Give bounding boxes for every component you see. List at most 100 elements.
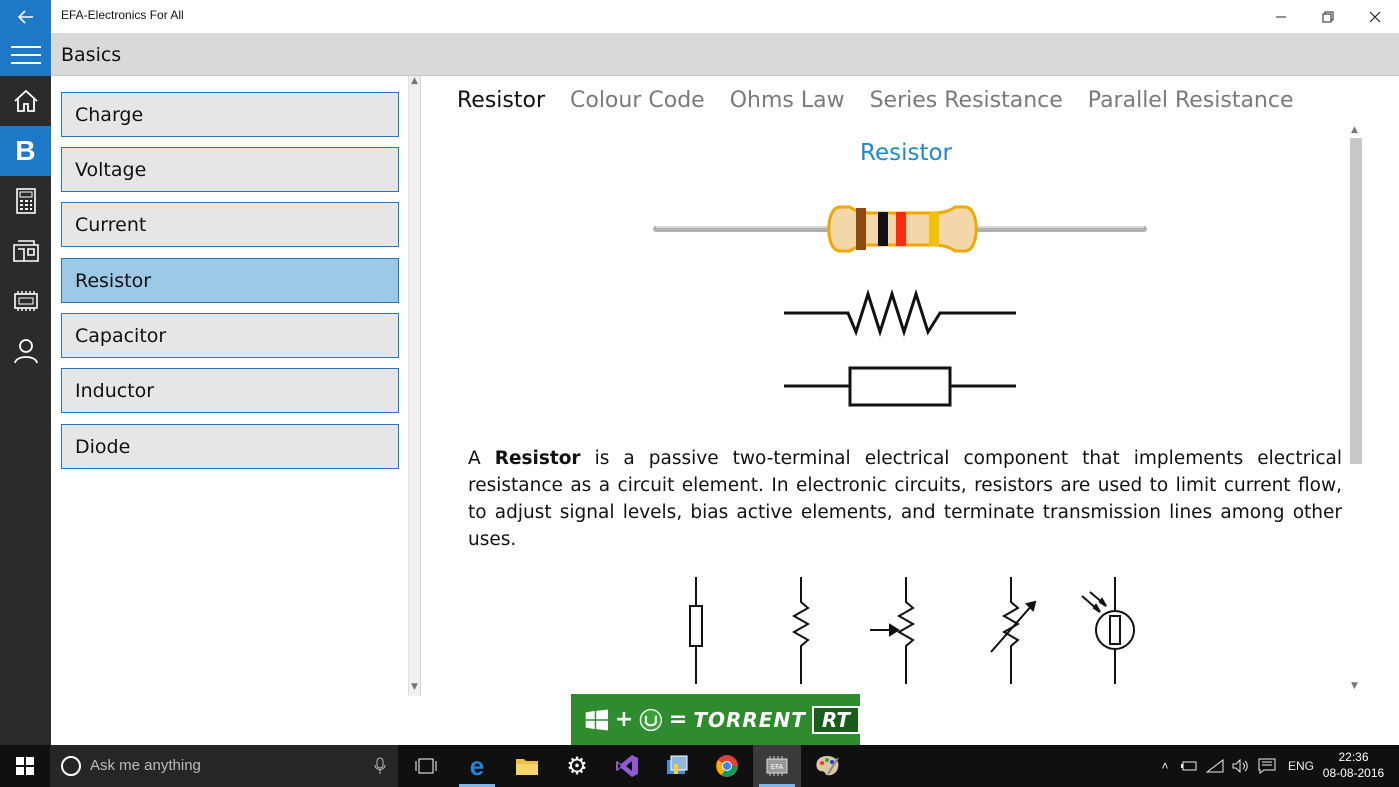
scroll-down-icon[interactable]: ▼ [411,682,418,692]
gear-icon: ⚙ [566,752,588,780]
topic-label: Resistor [75,269,151,292]
para-bold-term: Resistor [494,448,581,469]
edge-icon: e [469,750,485,781]
page-header: Basics [0,33,1399,76]
preset-resistor-symbol [990,577,1037,684]
content-title: Resistor [860,140,952,166]
basics-letter-icon: B [15,135,36,166]
clock-date: 08-08-2016 [1322,766,1385,780]
show-hidden-icons-icon[interactable]: ˄ [1161,759,1169,773]
torrent-watermark: + = TORRENT RT [571,694,860,745]
notifications-icon[interactable] [1258,758,1276,774]
content-scroll-thumb[interactable] [1350,138,1362,464]
pane-divider [420,76,421,696]
cortana-search-box[interactable]: Ask me anything [50,745,398,787]
topic-resistor[interactable]: Resistor [61,258,399,303]
topic-label: Current [75,213,147,236]
nav-components[interactable] [0,276,51,326]
svg-text:EFA: EFA [771,763,784,771]
tab-series-resistance[interactable]: Series Resistance [869,88,1063,113]
task-view-button[interactable] [402,745,450,787]
language-indicator[interactable]: ENG [1288,759,1315,773]
chrome-icon [716,755,738,777]
content-scrollbar[interactable]: ▲ ▼ [1349,125,1362,695]
topic-list: Charge Voltage Current Resistor Capacito… [51,76,408,745]
utorrent-logo-icon [639,708,663,731]
tab-colour-code[interactable]: Colour Code [570,88,705,113]
start-button[interactable] [0,745,50,787]
taskbar-settings[interactable]: ⚙ [553,745,601,787]
taskbar-chrome[interactable] [703,745,751,787]
topic-current[interactable]: Current [61,202,399,247]
nav-basics[interactable]: B [0,126,51,176]
resistor-types-diagram [689,577,1135,684]
taskbar-control-panel[interactable] [653,745,701,787]
minimize-button[interactable] [1258,0,1304,33]
para-body: is a passive two-terminal electrical com… [468,448,1342,550]
taskbar-clock[interactable]: 22:36 08-08-2016 [1316,749,1391,781]
topic-label: Diode [75,435,131,458]
hamburger-line [10,45,41,48]
clock-time: 22:36 [1338,750,1369,764]
system-tray: ˄ ENG [1156,745,1314,787]
restore-button[interactable] [1305,0,1351,33]
nav-calculator[interactable] [0,176,51,226]
visual-studio-icon [616,755,638,777]
content-scroll-up-icon[interactable]: ▲ [1351,125,1358,135]
person-icon [13,339,38,364]
windows-logo-icon [585,709,609,730]
close-button[interactable] [1352,0,1398,33]
nav-profile[interactable] [0,326,51,376]
para-lead: A [468,448,495,469]
restore-icon [1322,11,1334,22]
library-icon [12,240,39,262]
taskbar-file-explorer[interactable] [503,745,551,787]
paint-palette-icon [816,756,839,776]
hamburger-line [10,53,41,56]
hamburger-line [10,61,41,64]
window-title: EFA-Electronics For All [61,8,184,22]
volume-icon[interactable] [1232,759,1250,773]
scroll-up-icon[interactable]: ▲ [411,76,418,86]
topic-label: Voltage [75,158,147,181]
topic-charge[interactable]: Charge [61,92,399,137]
wifi-icon[interactable] [1206,759,1224,773]
nav-home[interactable] [0,76,51,126]
chip-icon [13,291,38,311]
page-title: Basics [61,44,122,66]
back-button[interactable] [0,0,51,33]
topic-list-scrollbar[interactable]: ▲ ▼ [408,76,421,696]
folder-icon [516,759,538,775]
zigzag-resistor-symbol [784,289,1016,337]
banner-equals: = [668,707,688,732]
topic-inductor[interactable]: Inductor [61,368,399,413]
search-placeholder: Ask me anything [90,757,201,774]
taskbar-paint[interactable] [803,745,851,787]
control-panel-icon [667,755,688,774]
topic-capacitor[interactable]: Capacitor [61,313,399,358]
tab-resistor[interactable]: Resistor [457,88,545,113]
content-scroll-down-icon[interactable]: ▼ [1351,681,1358,691]
topic-label: Capacitor [75,324,167,347]
topic-diode[interactable]: Diode [61,424,399,469]
nav-library[interactable] [0,226,51,276]
banner-plus: + [614,707,634,732]
close-icon [1369,11,1381,22]
windows-start-icon [16,757,34,775]
variable-resistor-symbol [870,577,916,684]
hamburger-menu-button[interactable] [0,33,51,76]
topic-tabs: Resistor Colour Code Ohms Law Series Res… [457,88,1319,118]
taskbar: Ask me anything e ⚙ EFA ˄ [0,745,1399,787]
resistor-description: A Resistor is a passive two-terminal ele… [468,445,1342,553]
tab-parallel-resistance[interactable]: Parallel Resistance [1087,88,1294,113]
taskbar-edge[interactable]: e [453,745,501,787]
topic-voltage[interactable]: Voltage [61,147,399,192]
fixed-resistor-symbol [689,577,703,684]
taskbar-visual-studio[interactable] [603,745,651,787]
microphone-icon[interactable] [374,757,386,775]
battery-icon[interactable] [1180,759,1198,773]
calculator-icon [15,188,36,214]
taskbar-efa-app[interactable]: EFA [753,745,801,787]
ldr-symbol [1081,577,1135,684]
tab-ohms-law[interactable]: Ohms Law [729,88,845,113]
